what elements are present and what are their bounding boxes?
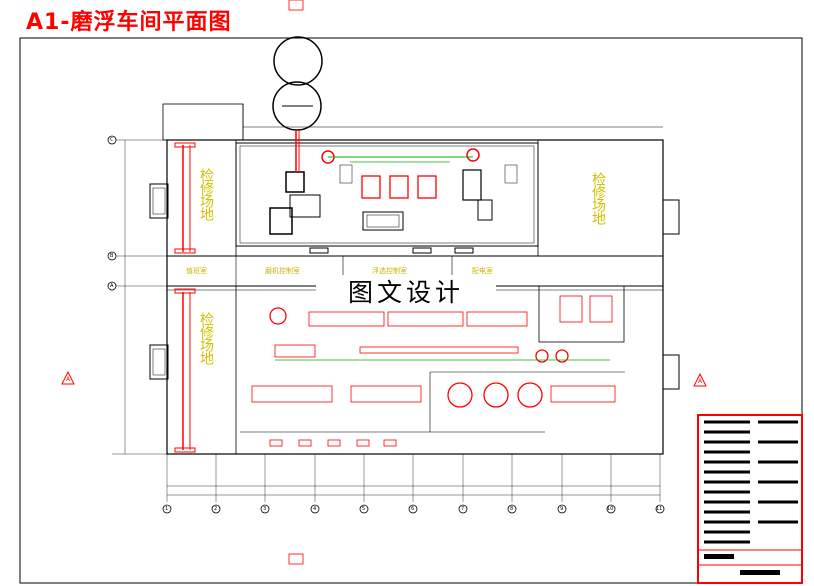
room-label-duty: 值班室	[186, 267, 207, 275]
drawing-title: A1-磨浮车间平面图	[26, 10, 232, 35]
room-label-flotation-control: 浮选控制室	[372, 267, 407, 275]
outer-frame	[19, 37, 803, 584]
tank-circle-bottom	[272, 81, 322, 131]
room-label-mill-control: 磨机控制室	[265, 267, 300, 275]
title-block	[697, 414, 803, 584]
room-label-power: 配电室	[472, 267, 493, 275]
watermark-text: 图文设计	[316, 275, 496, 311]
bay-label-top-right: 检修场地	[590, 172, 606, 224]
bay-label-top-left: 检修场地	[198, 168, 214, 220]
tank-circle-top	[273, 36, 323, 86]
bay-label-bottom-left: 检修场地	[198, 312, 214, 364]
